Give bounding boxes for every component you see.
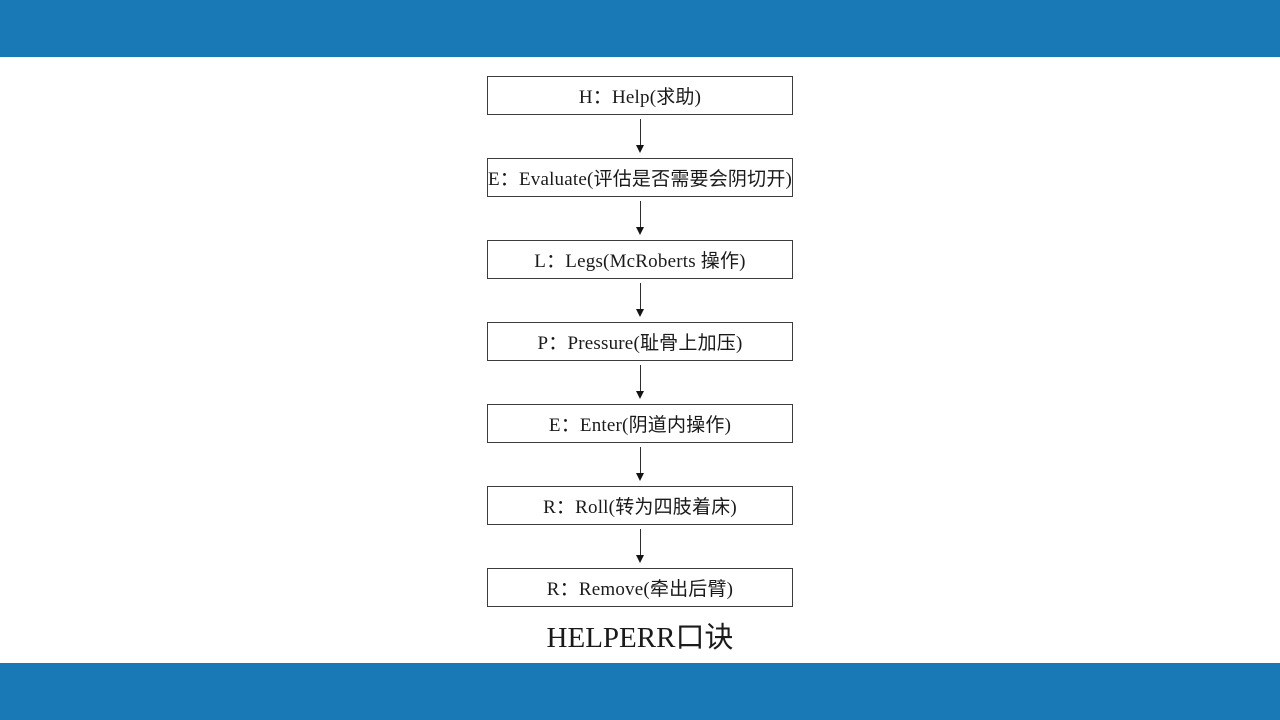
down-arrow [636, 115, 644, 158]
down-arrow [636, 443, 644, 486]
flow-step-enter: E：Enter(阴道内操作) [487, 404, 793, 443]
arrow-line [639, 201, 641, 227]
bottom-banner [0, 663, 1280, 720]
arrow-line [639, 447, 641, 473]
down-arrow [636, 525, 644, 568]
arrow-head-icon [636, 473, 644, 481]
flow-step-label: R：Roll(转为四肢着床) [543, 497, 737, 518]
flow-step-label: E：Enter(阴道内操作) [548, 415, 732, 436]
arrow-head-icon [636, 145, 644, 153]
arrow-head-icon [636, 555, 644, 563]
down-arrow [636, 279, 644, 322]
flow-step-label: R：Remove(牵出后臂) [546, 579, 734, 600]
flow-step-label: E：Evaluate(评估是否需要会阴切开) [487, 169, 793, 190]
down-arrow [636, 197, 644, 240]
flow-step-evaluate: E：Evaluate(评估是否需要会阴切开) [487, 158, 793, 197]
flow-step-label: H：Help(求助) [578, 87, 702, 108]
flow-step-pressure: P：Pressure(耻骨上加压) [487, 322, 793, 361]
diagram-caption: HELPERR口诀 [546, 622, 734, 654]
flow-step-help: H：Help(求助) [487, 76, 793, 115]
flow-step-legs: L：Legs(McRoberts 操作) [487, 240, 793, 279]
arrow-line [639, 119, 641, 145]
arrow-line [639, 365, 641, 391]
down-arrow [636, 361, 644, 404]
arrow-line [639, 529, 641, 555]
arrow-head-icon [636, 309, 644, 317]
flow-step-roll: R：Roll(转为四肢着床) [487, 486, 793, 525]
flow-step-label: P：Pressure(耻骨上加压) [537, 333, 743, 354]
flow-step-label: L：Legs(McRoberts 操作) [534, 251, 746, 272]
arrow-head-icon [636, 227, 644, 235]
helperr-flowchart: H：Help(求助) E：Evaluate(评估是否需要会阴切开) L：Legs… [0, 57, 1280, 655]
top-banner [0, 0, 1280, 57]
flow-step-remove: R：Remove(牵出后臂) [487, 568, 793, 607]
arrow-head-icon [636, 391, 644, 399]
arrow-line [639, 283, 641, 309]
